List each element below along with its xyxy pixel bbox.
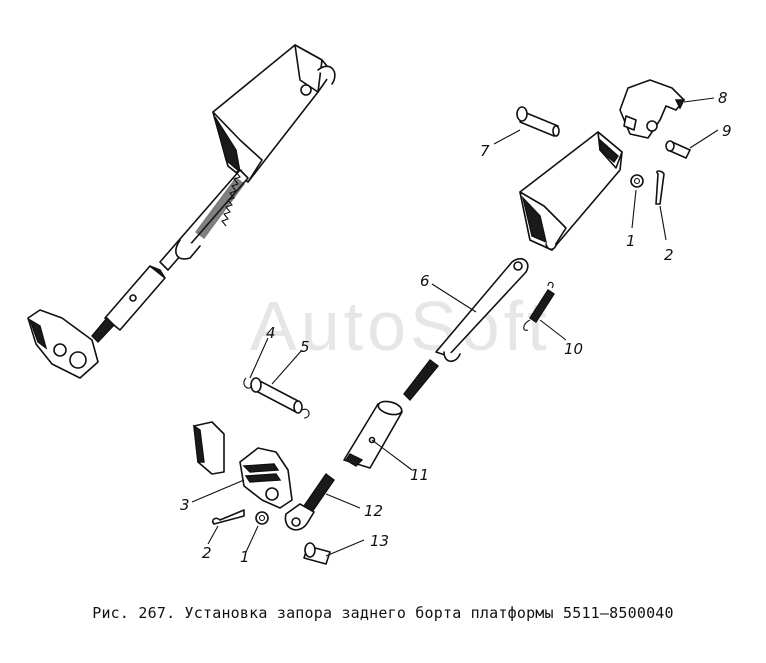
callout-9: 9 (722, 122, 732, 140)
callout-4: 4 (266, 324, 276, 342)
part-12-threaded-rod (284, 473, 335, 531)
callout-6: 6 (420, 272, 430, 290)
callout-2-top: 2 (664, 246, 674, 264)
part-6-lever-rod (403, 257, 529, 402)
part-11-sleeve (343, 400, 403, 469)
part-4-clip (243, 377, 310, 419)
callout-3: 3 (180, 496, 190, 514)
part-1-washer-bottom (255, 511, 269, 525)
assembled-latch (27, 44, 336, 379)
part-8-hook (619, 79, 686, 139)
part-2-cotter-top (655, 170, 665, 205)
figure-caption: Рис. 267. Установка запора заднего борта… (92, 604, 674, 622)
callout-13: 13 (370, 532, 389, 550)
part-3-bracket (193, 421, 293, 509)
callout-1-top: 1 (626, 232, 636, 250)
callout-8: 8 (718, 89, 728, 107)
part-7-pin (516, 106, 560, 137)
callout-2-bottom: 2 (202, 544, 212, 562)
part-10-spring (523, 281, 555, 331)
part-13-pin (303, 542, 331, 565)
part-9-pin (665, 140, 691, 159)
callout-5: 5 (300, 338, 310, 356)
leader-lines (191, 97, 719, 557)
part-1-washer-top (630, 174, 644, 188)
callout-12: 12 (364, 502, 383, 520)
watermark: AutoSoft (250, 287, 551, 365)
callout-1-bottom: 1 (240, 548, 250, 566)
part-5-pin (250, 377, 303, 414)
callout-10: 10 (564, 340, 583, 358)
housing-box (519, 131, 623, 251)
part-2-cotter-bottom (211, 509, 245, 525)
callout-11: 11 (410, 466, 429, 484)
callout-7: 7 (480, 142, 490, 160)
